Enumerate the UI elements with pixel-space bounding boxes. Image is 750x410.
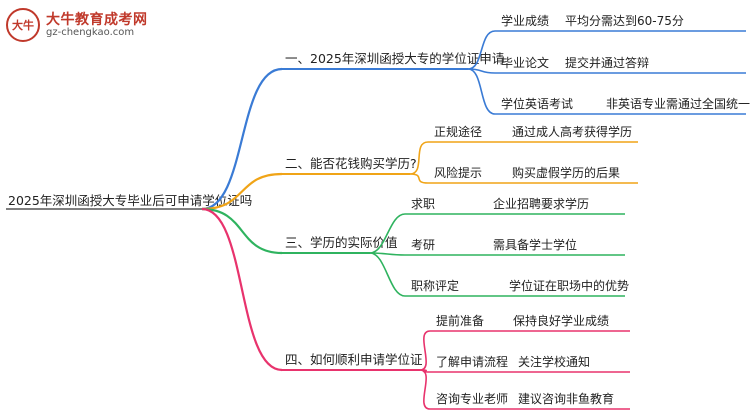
logo-title: 大牛教育成考网 bbox=[46, 12, 148, 28]
leaf-detail: 学位证在职场中的优势 bbox=[509, 278, 629, 293]
leaf-detail: 保持良好学业成绩 bbox=[513, 313, 609, 328]
leaf-connector bbox=[419, 330, 431, 371]
leaf-node: 了解申请流程关注学校通知 bbox=[419, 354, 630, 373]
leaf-node: 正规途径 通过成人高考获得学历 bbox=[409, 124, 638, 175]
leaf-node: 提前准备 保持良好学业成绩 bbox=[419, 313, 630, 371]
logo-url: gz-chengkao.com bbox=[46, 27, 135, 38]
leaf-label: 毕业论文 bbox=[501, 55, 549, 70]
leaf-connector bbox=[467, 68, 496, 115]
leaf-node: 学业成绩 平均分需达到60-75分 bbox=[467, 13, 746, 70]
leaf-connector bbox=[409, 141, 429, 175]
leaf-detail: 关注学校通知 bbox=[518, 354, 590, 369]
leaf-label: 求职 bbox=[411, 197, 435, 211]
leaf-label: 考研 bbox=[411, 238, 435, 252]
leaf-detail: 平均分需达到60-75分 bbox=[565, 14, 684, 28]
leaf-detail: 购买虚假学历的后果 bbox=[512, 165, 620, 180]
leaf-node: 毕业论文 提交并通过答辩 bbox=[467, 55, 746, 74]
leaf-label: 学业成绩 bbox=[501, 13, 549, 28]
site-logo[interactable]: 大牛 大牛教育成考网 gz-chengkao.com bbox=[6, 8, 156, 44]
branch-connector bbox=[201, 67, 283, 211]
leaf-detail: 提交并通过答辩 bbox=[565, 55, 649, 70]
leaf-node: 咨询专业老师建议咨询非鱼教育 bbox=[419, 369, 630, 410]
leaf-label: 职称评定 bbox=[411, 278, 459, 293]
branch-4: 四、如何顺利申请学位证提前准备保持良好学业成绩了解申请流程关注学校通知咨询专业老… bbox=[201, 207, 630, 410]
leaf-connector bbox=[369, 213, 406, 254]
leaf-detail: 建议咨询非鱼教育 bbox=[518, 391, 614, 406]
leaf-connector bbox=[419, 369, 431, 410]
leaf-label: 提前准备 bbox=[436, 313, 484, 328]
leaf-node: 求职 企业招聘要求学历 bbox=[369, 196, 625, 254]
branch-label: 二、能否花钱购买学历? bbox=[285, 156, 417, 171]
root-topic: 2025年深圳函授大专毕业后可申请学位证吗 bbox=[8, 193, 252, 208]
leaf-connector bbox=[467, 30, 496, 70]
leaf-label: 风险提示 bbox=[434, 165, 482, 180]
branch-connector bbox=[201, 207, 283, 255]
leaf-detail: 通过成人高考获得学历 bbox=[512, 124, 632, 139]
logo-mark-icon: 大牛 bbox=[6, 8, 40, 42]
leaf-detail: 非英语专业需通过全国统一考试 bbox=[606, 96, 750, 111]
branch-connector bbox=[201, 172, 283, 211]
leaf-label: 咨询专业老师 bbox=[436, 391, 508, 406]
leaf-detail: 需具备学士学位 bbox=[493, 237, 577, 252]
leaf-node: 考研 需具备学士学位 bbox=[369, 237, 625, 256]
leaf-label: 学位英语考试 bbox=[501, 96, 573, 111]
leaf-label: 正规途径 bbox=[434, 124, 482, 139]
leaf-detail: 企业招聘要求学历 bbox=[493, 196, 589, 211]
branch-connector bbox=[201, 207, 283, 372]
leaf-connector bbox=[369, 252, 406, 297]
leaf-node: 风险提示 购买虚假学历的后果 bbox=[409, 165, 638, 184]
branch-label: 四、如何顺利申请学位证 bbox=[285, 352, 423, 367]
branch-label: 一、2025年深圳函授大专的学位证申请 bbox=[285, 51, 504, 66]
leaf-label: 了解申请流程 bbox=[436, 354, 508, 369]
leaf-connector bbox=[409, 173, 429, 184]
leaf-node: 职称评定 学位证在职场中的优势 bbox=[369, 252, 629, 297]
leaf-node: 学位英语考试 非英语专业需通过全国统一考试 bbox=[467, 68, 750, 115]
branch-label: 三、学历的实际价值 bbox=[285, 235, 398, 250]
